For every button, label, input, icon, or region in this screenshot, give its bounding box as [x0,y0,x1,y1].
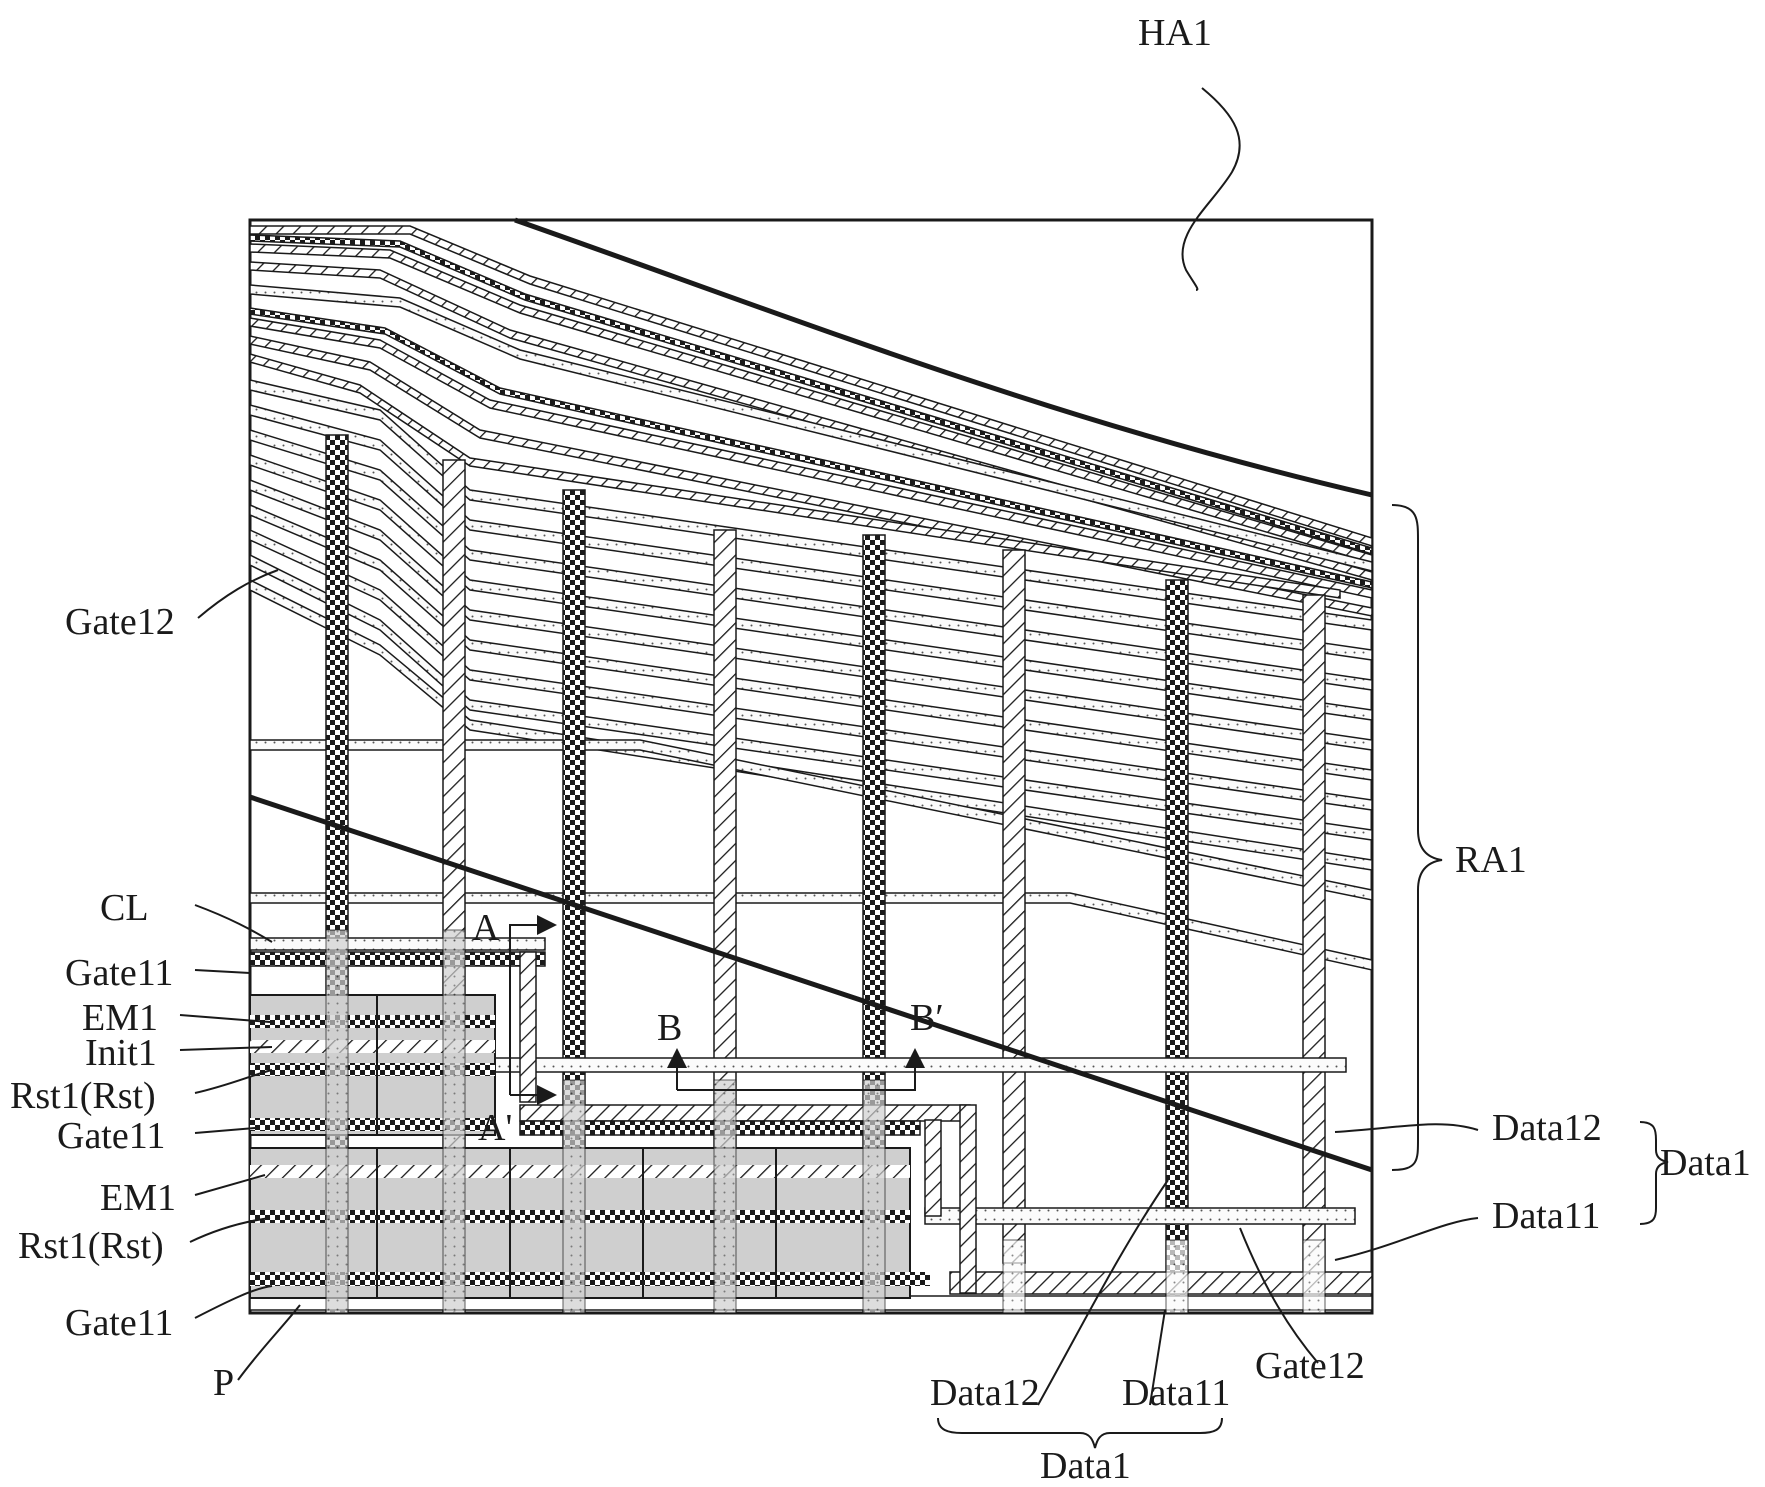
label-ra1: RA1 [1455,839,1527,881]
gate11-mid-line [519,1104,971,1122]
boundary-diagonal [249,794,1373,1173]
pixel-region-lower [249,1147,930,1299]
curved-line-6 [249,353,1341,599]
label-gate11-b: Gate11 [57,1115,165,1157]
label-data1-bottom: Data1 [1040,1445,1131,1487]
connector-v2 [959,1104,977,1294]
dot-line-3 [249,404,1373,661]
dot-line-7 [249,503,1373,781]
dot-line-12 [249,892,1373,971]
label-gate11-a: Gate11 [65,952,173,994]
connector-segments [519,951,977,1294]
curved-line-1 [249,225,1373,548]
gate11-line-top [249,951,546,967]
dot-line-5 [249,453,1373,721]
section-b-indicator [667,1048,925,1091]
ra1-brace [1391,504,1443,1171]
dot-line-1 [249,284,1373,572]
label-gate12-bottom: Gate12 [1255,1345,1365,1387]
label-data12-right: Data12 [1492,1107,1602,1149]
dot-line-9 [249,553,1373,841]
label-rst1-a: Rst1(Rst) [10,1075,156,1117]
dot-line-8 [249,528,1373,811]
label-cl: CL [100,887,149,929]
connector-v3 [924,1119,942,1217]
label-p: P [213,1362,234,1404]
label-ha1: HA1 [1138,12,1212,54]
label-em1-a: EM1 [82,997,158,1039]
rst1-strip-upper [250,1063,495,1076]
ha1-wavy-leader [1181,87,1241,291]
label-data1-right: Data1 [1660,1142,1751,1184]
label-data12-bottom: Data12 [930,1372,1040,1414]
label-gate12-top: Gate12 [65,601,175,643]
data-line-6 [1002,549,1026,1264]
bottom-hatched-line [949,1271,1373,1295]
section-a-indicator [509,915,557,1105]
em1-strip-upper [250,1015,495,1028]
label-a-prime: A' [478,1107,512,1149]
label-a: A [472,907,500,949]
check-line-1 [249,234,1373,556]
b-line-horizontal [491,1057,1347,1073]
check-line-2 [249,307,1373,589]
cl-line [249,937,546,951]
curved-gate-lines-checkered [249,234,1373,589]
dot-line-4 [249,428,1373,691]
leader-lines [179,569,1479,1406]
label-gate11-c: Gate11 [65,1302,173,1344]
gate11-strip-lower [250,1272,930,1286]
label-b-prime: B′ [910,997,944,1039]
data-line-8 [1302,594,1326,1314]
label-data11-bottom: Data11 [1122,1372,1230,1414]
curved-line-4 [249,317,1373,599]
label-em1-b: EM1 [100,1177,176,1219]
dot-line-6 [249,478,1373,751]
label-b: B [657,1007,682,1049]
gate11-strip-upper [250,1118,495,1131]
curved-gate-lines-dotted [249,284,1373,971]
curved-line-5 [249,335,1373,617]
dot-line-10 [249,578,1373,871]
label-rst1-b: Rst1(Rst) [18,1225,164,1267]
connector-v1 [519,951,537,1103]
data1-right-brace [1639,1121,1669,1225]
dot-line-11 [249,739,1373,901]
data-line-7 [1165,579,1189,1314]
column-overlays [325,929,1326,1314]
curved-gate-lines-hatched [249,225,1373,617]
layout-frame [248,218,1374,1315]
label-data11-right: Data11 [1492,1195,1600,1237]
hole-boundary-curve [514,217,1373,498]
dot-line-2 [249,379,1373,631]
data1-bottom-brace [937,1417,1223,1449]
label-init1: Init1 [85,1032,157,1074]
init1-strip-upper [250,1040,495,1053]
